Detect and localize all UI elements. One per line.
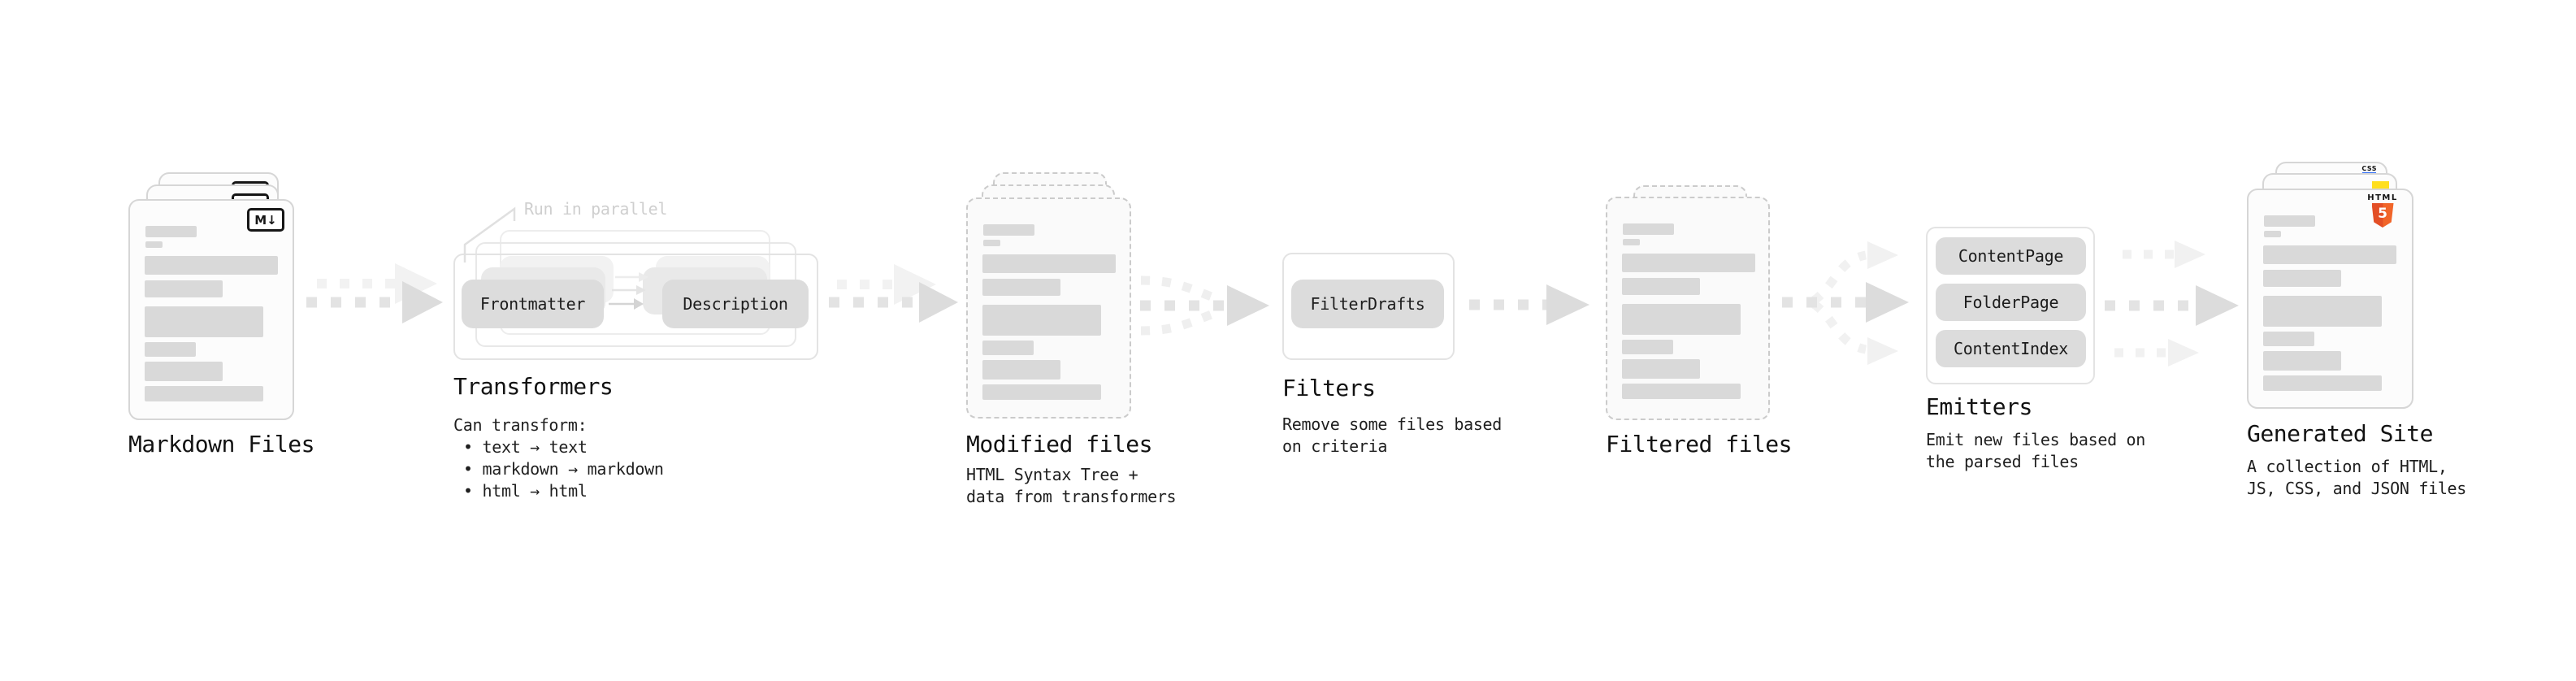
html5-shield: 5 [2371, 203, 2394, 228]
emitters-desc-line-1: Emit new files based on [1926, 430, 2146, 449]
markdown-icon: M↓ [247, 208, 284, 232]
stage-title-generated-site: Generated Site [2247, 420, 2434, 447]
filters-description: Remove some files based on criteria [1282, 414, 1502, 458]
js-icon [2372, 181, 2389, 190]
generated-desc-line-1: A collection of HTML, [2247, 457, 2448, 476]
transformers-desc-heading: Can transform: [453, 415, 588, 435]
emitters-desc-line-2: the parsed files [1926, 452, 2079, 471]
stage-title-transformers: Transformers [453, 373, 614, 400]
arrow-filtered-to-emitters-icon [1782, 241, 1909, 365]
arrow-modified-to-filters-icon [1140, 275, 1269, 336]
modified-desc-line-2: data from transformers [966, 487, 1177, 506]
arrow-emitters-to-generated-icon [2105, 241, 2239, 367]
modified-file-card-front [966, 197, 1131, 419]
transformers-bullet-3: • html → html [463, 481, 588, 501]
contentpage-pill: ContentPage [1936, 237, 2086, 275]
filters-desc-line-1: Remove some files based [1282, 414, 1503, 434]
document-skeleton [1607, 198, 1768, 419]
html5-number: 5 [2378, 206, 2387, 222]
filters-desc-line-2: on criteria [1282, 436, 1388, 456]
modified-desc-line-1: HTML Syntax Tree + [966, 465, 1138, 484]
transformer-box-front [453, 254, 818, 360]
html5-icon: HTML 5 [2364, 193, 2401, 228]
transformers-bullet-2: • markdown → markdown [463, 459, 664, 479]
generated-file-card-html: HTML 5 [2247, 189, 2413, 409]
run-in-parallel-annotation: Run in parallel [524, 199, 668, 219]
modified-files-description: HTML Syntax Tree + data from transformer… [966, 464, 1177, 508]
arrow-transformers-to-modified-icon [829, 264, 958, 323]
stage-title-modified-files: Modified files [966, 431, 1153, 458]
description-pill: Description [662, 280, 809, 328]
filterdrafts-pill: FilterDrafts [1291, 280, 1444, 328]
generated-site-description: A collection of HTML, JS, CSS, and JSON … [2247, 456, 2466, 500]
stage-title-filters: Filters [1282, 375, 1376, 401]
filtered-file-card-front [1606, 197, 1770, 420]
markdown-badge-text: M↓ [254, 212, 277, 228]
transformers-bullet-1: • text → text [463, 437, 588, 457]
document-skeleton [968, 199, 1130, 417]
folderpage-pill: FolderPage [1936, 284, 2086, 321]
frontmatter-pill: Frontmatter [462, 280, 604, 328]
arrow-filters-to-filtered-icon [1469, 284, 1589, 325]
generated-desc-line-2: JS, CSS, and JSON files [2247, 479, 2467, 498]
contentindex-pill: ContentIndex [1936, 330, 2086, 367]
stage-title-filtered-files: Filtered files [1606, 431, 1793, 458]
emitters-description: Emit new files based on the parsed files [1926, 429, 2145, 473]
document-skeleton [130, 201, 293, 419]
markdown-file-card-front: M↓ [128, 199, 294, 420]
arrow-markdown-to-transformers-icon [306, 263, 443, 323]
stage-title-markdown-files: Markdown Files [128, 431, 315, 458]
document-skeleton [2249, 190, 2412, 407]
transformers-description: Can transform: • text → text • markdown … [453, 414, 664, 502]
css-badge-text: CSS [2361, 165, 2377, 172]
stage-title-emitters: Emitters [1926, 393, 2032, 420]
html5-badge-text: HTML [2367, 193, 2398, 202]
